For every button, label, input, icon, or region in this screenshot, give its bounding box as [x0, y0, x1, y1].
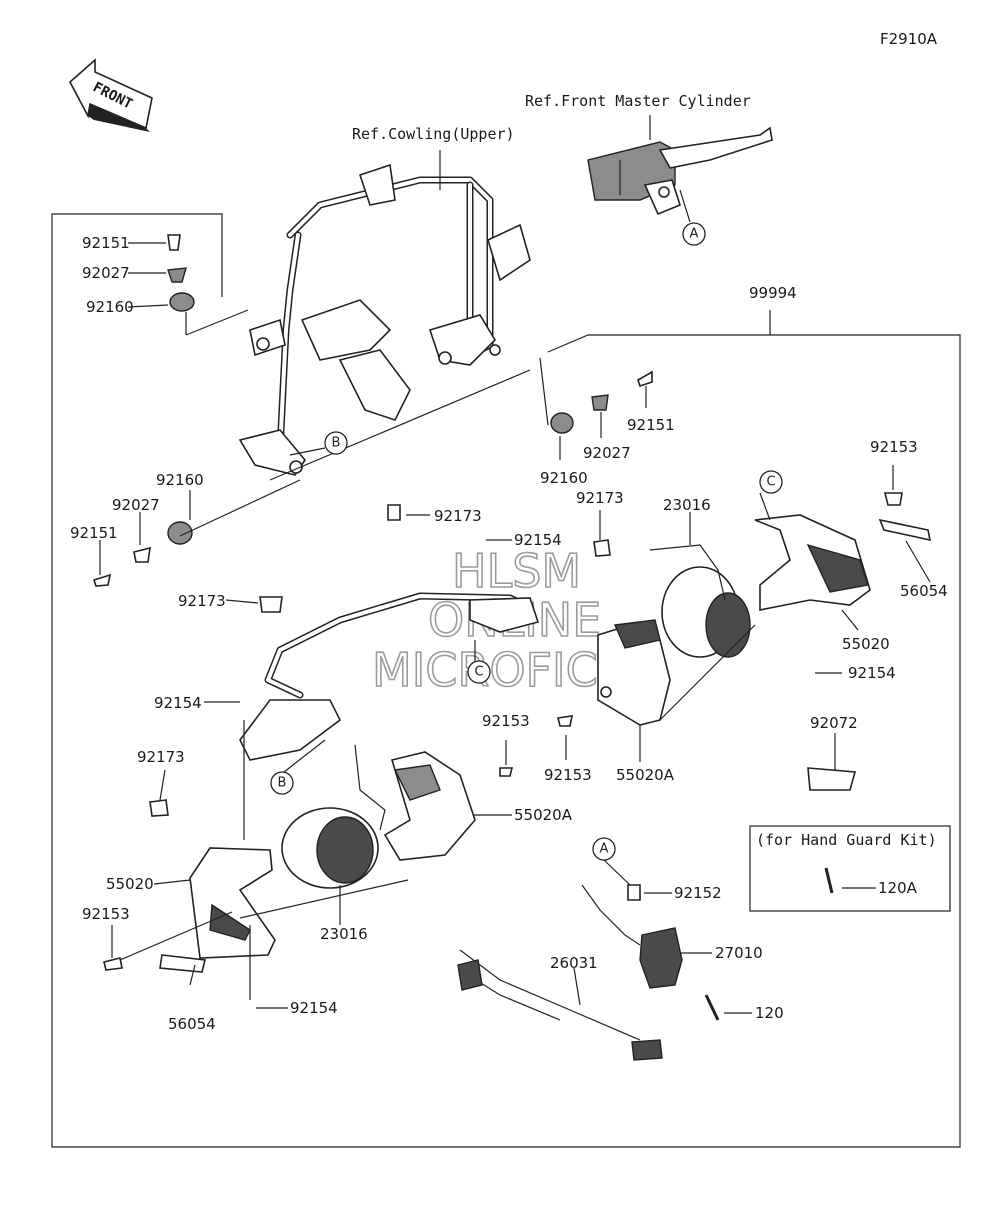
part-label-92151: 92151 [70, 524, 118, 542]
part-label-120: 120 [755, 1004, 784, 1022]
part-label-55020: 55020 [842, 635, 890, 653]
part-label-55020A: 55020A [514, 806, 573, 824]
part-label-92072: 92072 [810, 714, 858, 732]
cowling-stay-frame [238, 163, 531, 476]
circle-ref-b-top: B [324, 431, 348, 455]
figure-id: F2910A [880, 30, 938, 48]
part-label-27010: 27010 [715, 944, 763, 962]
part-label-92151: 92151 [82, 234, 130, 252]
circle-ref-c-center: C [467, 660, 491, 684]
part-label-92160: 92160 [540, 469, 588, 487]
circle-ref-a-bottom-label: A [600, 842, 609, 857]
part-label-92173: 92173 [178, 592, 226, 610]
part-label-55020: 55020 [106, 875, 154, 893]
part-labels: 92151 92027 92160 92160 92027 92151 9216… [70, 234, 948, 1033]
hand-guard-kit-box [749, 825, 951, 912]
part-label-92173: 92173 [137, 748, 185, 766]
part-label-92173: 92173 [576, 489, 624, 507]
part-label-92152: 92152 [674, 884, 722, 902]
part-label-92154: 92154 [848, 664, 896, 682]
part-label-92173: 92173 [434, 507, 482, 525]
part-label-99994: 99994 [749, 284, 797, 302]
part-label-92027: 92027 [112, 496, 160, 514]
circle-ref-c-right-label: C [766, 475, 775, 490]
part-label-92027: 92027 [82, 264, 130, 282]
circle-ref-a-top: A [682, 222, 706, 246]
leader-lines [99, 150, 931, 1014]
part-label-92153: 92153 [870, 438, 918, 456]
circle-ref-b-bottom: B [270, 771, 294, 795]
assembly-frame-outline [51, 213, 961, 1148]
part-label-92153: 92153 [482, 712, 530, 730]
fasteners [92, 234, 932, 973]
part-label-55020A: 55020A [616, 766, 675, 784]
part-label-56054: 56054 [168, 1015, 216, 1033]
part-label-92154: 92154 [154, 694, 202, 712]
part-label-23016: 23016 [320, 925, 368, 943]
circle-ref-c-center-label: C [474, 665, 483, 680]
left-lamp-assembly [189, 744, 476, 959]
watermark-line-1: HLSM [452, 544, 581, 598]
part-label-92027: 92027 [583, 444, 631, 462]
front-arrow-icon: FRONT [68, 58, 153, 132]
circle-ref-b-top-label: B [332, 436, 341, 451]
master-cylinder [587, 115, 773, 216]
circle-ref-b-bottom-label: B [278, 776, 287, 791]
ref-master-cylinder: Ref.Front Master Cylinder [525, 92, 751, 110]
part-label-92154: 92154 [514, 531, 562, 549]
lamp-mounting-bar [239, 592, 540, 761]
part-label-120A: 120A [878, 879, 918, 897]
part-label-23016: 23016 [663, 496, 711, 514]
part-label-92151: 92151 [627, 416, 675, 434]
part-label-92153: 92153 [544, 766, 592, 784]
right-lamp-assembly [597, 514, 871, 726]
part-label-92160: 92160 [86, 298, 134, 316]
part-label-92160: 92160 [156, 471, 204, 489]
circle-ref-a-top-label: A [690, 227, 699, 242]
part-label-92153: 92153 [82, 905, 130, 923]
switch-and-harness [457, 867, 834, 1061]
kit-box-label: (for Hand Guard Kit) [756, 831, 937, 849]
part-label-26031: 26031 [550, 954, 598, 972]
circle-ref-c-right: C [759, 470, 783, 494]
part-label-56054: 56054 [900, 582, 948, 600]
circle-ref-a-bottom: A [592, 837, 616, 861]
part-label-92154: 92154 [290, 999, 338, 1017]
ref-cowling: Ref.Cowling(Upper) [352, 125, 515, 143]
